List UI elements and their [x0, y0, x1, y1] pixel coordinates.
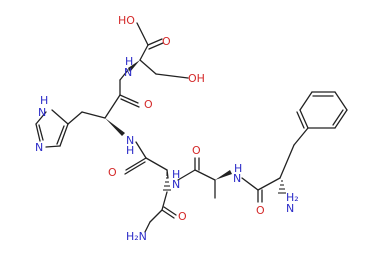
bond [35, 123, 41, 142]
bond [334, 109, 348, 129]
bond [296, 111, 305, 129]
atom-label-o: O [108, 166, 117, 179]
atom-label-h2: H₂ [286, 191, 299, 204]
atom-label-n: N [172, 178, 180, 191]
bond [166, 169, 169, 179]
bond [139, 44, 149, 61]
atom-label-oh: HO [118, 14, 135, 27]
bond [51, 109, 69, 125]
bond [145, 157, 168, 171]
bond [56, 125, 65, 145]
atom-label-h: H [172, 168, 180, 181]
atom-label-o: O [192, 144, 201, 157]
stereo-wedge [128, 60, 140, 72]
bond [177, 169, 196, 181]
bond [279, 144, 295, 179]
stereo-wedge [215, 170, 232, 180]
bond [144, 221, 151, 233]
bond [299, 109, 309, 129]
bond [35, 111, 47, 125]
bond [136, 22, 149, 46]
atom-label-n: N [35, 141, 43, 154]
bond [194, 169, 216, 181]
bond [241, 177, 259, 191]
atom-label-oh: OH [188, 72, 205, 85]
atom-label-h: H [125, 55, 133, 68]
atom-label-h: H [40, 94, 48, 107]
bond [119, 94, 139, 104]
bond [125, 157, 147, 171]
bond [67, 111, 83, 125]
bond [119, 69, 129, 81]
atom-label-o: O [256, 204, 265, 217]
bond [38, 124, 44, 141]
bond [161, 209, 175, 219]
bond [149, 209, 163, 223]
atom-label-n: N [286, 202, 294, 215]
bond [332, 109, 344, 126]
atom-label-h: H [126, 144, 134, 157]
bond [148, 42, 164, 50]
bond [334, 91, 348, 111]
atom-label-h: H [234, 162, 242, 175]
bond [139, 59, 157, 75]
bond [257, 177, 281, 191]
bond [81, 111, 106, 119]
bond [147, 38, 163, 46]
bond [59, 123, 69, 147]
bond [124, 161, 146, 175]
atom-label-n: N [233, 172, 241, 185]
bond [104, 94, 121, 119]
bond [120, 98, 140, 108]
atom-label-o: O [162, 35, 171, 48]
bond [155, 73, 189, 79]
atom-label-n: N [38, 106, 46, 119]
bond [293, 127, 309, 146]
bond [135, 141, 147, 159]
stereo-wedge [105, 118, 125, 136]
bond [299, 91, 313, 111]
atom-label-o: O [178, 210, 187, 223]
atom-label-o: O [144, 98, 153, 111]
atom-label-nh2: H₂N [126, 230, 147, 243]
bond [161, 191, 168, 211]
bond [45, 145, 61, 148]
atom-label-n: N [124, 66, 132, 79]
bond [163, 206, 177, 216]
atom-label-n: N [126, 134, 134, 147]
